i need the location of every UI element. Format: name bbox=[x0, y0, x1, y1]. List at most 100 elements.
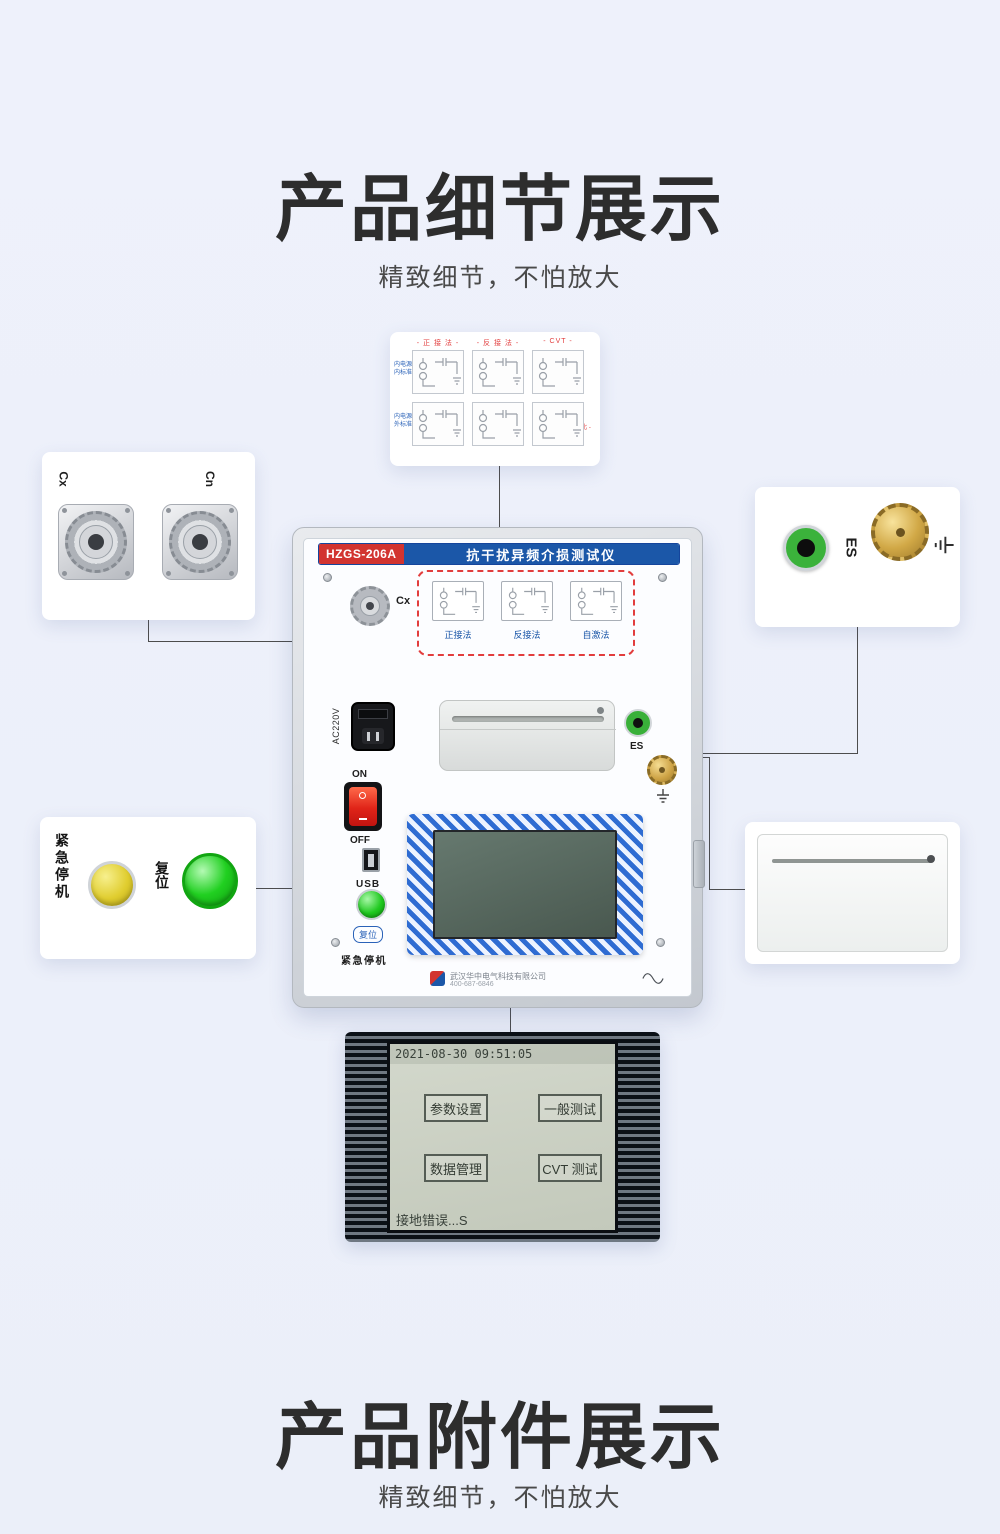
fuse-drawer bbox=[358, 709, 388, 719]
inlet-pin bbox=[376, 732, 379, 741]
es-jack bbox=[624, 709, 652, 737]
lcd-header-strip bbox=[390, 1044, 615, 1064]
wiring-label-ext-std: 内电源 外标准 bbox=[394, 414, 413, 428]
wiring-schematic-box bbox=[532, 350, 584, 394]
screw-dot bbox=[229, 571, 234, 576]
wiring-label-reverse: - 反 接 法 - bbox=[476, 340, 520, 347]
instrument-panel: HZGS-206A 抗干扰异频介损测试仪 正接法 反接法 自激法 bbox=[292, 527, 705, 1008]
ground-binding-post bbox=[871, 503, 929, 561]
lcd-bezel bbox=[407, 814, 643, 955]
method-schematic bbox=[570, 581, 622, 621]
printer-card bbox=[745, 822, 960, 964]
screw-dot bbox=[166, 571, 171, 576]
connector-line bbox=[148, 641, 293, 642]
rocker-i-mark bbox=[359, 818, 367, 820]
circuit-schematic-icon bbox=[418, 358, 461, 387]
connector-line bbox=[703, 753, 858, 754]
es-label: ES bbox=[630, 741, 644, 752]
rocker-o-mark bbox=[359, 792, 366, 799]
screw-dot bbox=[62, 571, 67, 576]
screw-dot bbox=[62, 508, 67, 513]
wiring-label-int-src: 内电源 内标准 bbox=[394, 362, 413, 376]
emergency-stop-label: 紧急停机 bbox=[54, 833, 70, 901]
wiring-diagram-card: - 正 接 法 - - 反 接 法 - - CVT - 内电源 内标准 内电源 … bbox=[390, 332, 600, 466]
section-accessories-title: 产品附件展示 bbox=[274, 1398, 725, 1478]
jack-hole bbox=[633, 718, 643, 728]
menu-cvt-test: CVT 测试 bbox=[538, 1154, 602, 1182]
method-label-direct: 正接法 bbox=[444, 630, 472, 640]
panel-header-band: HZGS-206A 抗干扰异频介损测试仪 bbox=[318, 543, 680, 565]
method-label-self: 自激法 bbox=[582, 630, 610, 640]
usb-label: USB bbox=[356, 879, 381, 890]
cx-connector bbox=[350, 586, 390, 626]
rocker-red-face bbox=[349, 787, 377, 826]
lcd-screen-card: 2021-08-30 09:51:05 参数设置 一般测试 数据管理 CVT 测… bbox=[345, 1032, 660, 1242]
connector-line bbox=[148, 620, 149, 642]
circuit-schematic-icon bbox=[538, 410, 581, 439]
connector-hole bbox=[366, 602, 374, 610]
screw-icon bbox=[656, 938, 665, 947]
circuit-schematic-icon bbox=[439, 587, 480, 615]
jacks-card: ES bbox=[755, 487, 960, 627]
lcd-display bbox=[433, 830, 617, 939]
post-hole bbox=[659, 767, 665, 773]
circuit-schematic-icon bbox=[478, 358, 521, 387]
method-label-reverse: 反接法 bbox=[513, 630, 541, 640]
circuit-schematic-icon bbox=[577, 587, 618, 615]
ac-power-inlet bbox=[351, 702, 395, 751]
es-banana-jack bbox=[783, 525, 829, 571]
inlet-pin bbox=[367, 732, 370, 741]
lcd-status-text: 接地错误...S bbox=[396, 1213, 468, 1228]
emergency-stop-label: 紧急停机 bbox=[341, 956, 387, 967]
panel-name-label: 抗干扰异频介损测试仪 bbox=[403, 544, 679, 564]
printer-paper-slot bbox=[772, 859, 932, 863]
printer-button bbox=[927, 855, 935, 863]
circuit-schematic-icon bbox=[418, 410, 461, 439]
reset-button bbox=[358, 891, 385, 918]
menu-parameter-settings: 参数设置 bbox=[424, 1094, 488, 1122]
circuit-schematic-icon bbox=[538, 358, 581, 387]
panel-handle-tab bbox=[693, 840, 705, 888]
ground-binding-post bbox=[647, 755, 677, 785]
on-label: ON bbox=[352, 769, 367, 780]
cx-connector-label: Cx bbox=[56, 471, 71, 487]
printer-body bbox=[757, 834, 948, 952]
screw-dot bbox=[229, 508, 234, 513]
wiring-schematic-box bbox=[412, 402, 464, 446]
wiring-methods-box: 正接法 反接法 自激法 bbox=[417, 570, 635, 656]
connector-line bbox=[857, 627, 858, 754]
reset-button bbox=[182, 853, 238, 909]
printer-seam bbox=[440, 729, 616, 730]
inlet-recess bbox=[362, 728, 384, 744]
connector-hole bbox=[192, 534, 208, 550]
uhf-connectors-card: Cx Cn bbox=[42, 452, 255, 620]
screw-icon bbox=[331, 938, 340, 947]
wiring-schematic-box bbox=[472, 350, 524, 394]
footer-company: 武汉华中电气科技有限公司 bbox=[450, 972, 546, 981]
method-schematic bbox=[432, 581, 484, 621]
lcd-screen: 2021-08-30 09:51:05 参数设置 一般测试 数据管理 CVT 测… bbox=[387, 1041, 618, 1233]
usb-port bbox=[362, 848, 380, 872]
uhf-connector-cx bbox=[58, 504, 134, 580]
footer-phone: 400-687-6846 bbox=[450, 981, 494, 988]
brand-logo bbox=[430, 971, 445, 986]
menu-data-management: 数据管理 bbox=[424, 1154, 488, 1182]
panel-printer bbox=[439, 700, 616, 771]
jack-hole bbox=[797, 539, 815, 557]
connector-line bbox=[709, 757, 710, 890]
ground-icon bbox=[934, 536, 954, 554]
screw-dot bbox=[166, 508, 171, 513]
ac220v-label: AC220V bbox=[331, 707, 341, 745]
ground-icon bbox=[657, 789, 669, 803]
connector-line bbox=[709, 889, 746, 890]
sine-wave-icon bbox=[642, 973, 664, 984]
buttons-card: 紧急停机 复位 bbox=[40, 817, 256, 959]
method-schematic bbox=[501, 581, 553, 621]
circuit-schematic-icon bbox=[478, 410, 521, 439]
wiring-label-direct: - 正 接 法 - bbox=[416, 340, 460, 347]
off-label: OFF bbox=[350, 835, 370, 846]
es-jack-label: ES bbox=[842, 537, 860, 558]
uhf-connector-cn bbox=[162, 504, 238, 580]
panel-face: HZGS-206A 抗干扰异频介损测试仪 正接法 反接法 自激法 bbox=[303, 538, 692, 997]
